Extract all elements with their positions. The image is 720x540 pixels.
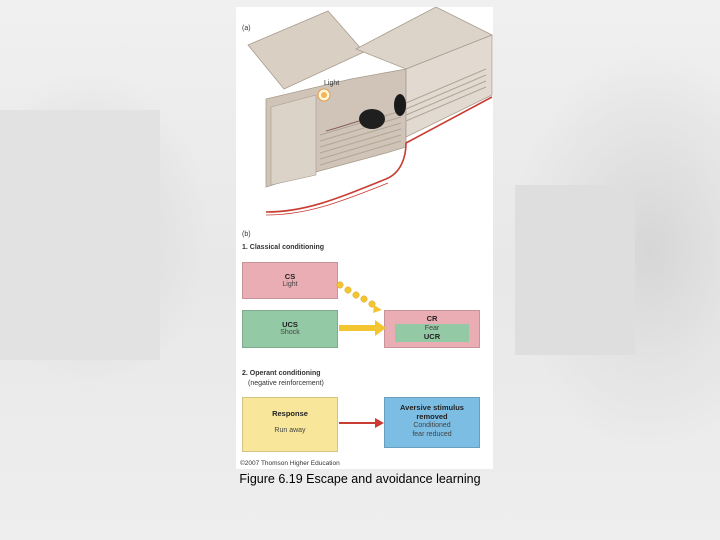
copyright: ©2007 Thomson Higher Education (240, 460, 340, 467)
response-sub: Run away (274, 427, 306, 434)
response-box: Response Run away (242, 397, 338, 452)
aversive-line1: Aversive stimulus (400, 403, 464, 412)
aversive-box: Aversive stimulus removed Conditioned fe… (384, 397, 480, 448)
cr-fear: Fear (424, 325, 440, 332)
aversive-line2: removed (416, 412, 448, 421)
ucs-sub: Shock (280, 329, 300, 336)
cs-box: CS Light (242, 262, 338, 299)
figure-caption: Figure 6.19 Escape and avoidance learnin… (239, 472, 481, 486)
response-title: Response (272, 409, 308, 418)
cs-title: CS (284, 272, 296, 281)
cr-inner-band: Fear UCR (395, 324, 469, 342)
aversive-line4: fear reduced (412, 431, 452, 438)
ucs-box: UCS Shock (242, 310, 338, 348)
figure-panel: (a) Light (b) 1. Classical conditioning … (236, 7, 493, 469)
cr-box: CR Fear UCR (384, 310, 480, 348)
panel-b-label: (b) (242, 231, 251, 238)
shuttle-box-illustration (247, 7, 493, 216)
cr-ucr: UCR (423, 332, 441, 341)
section2-title: 2. Operant conditioning (242, 370, 321, 377)
background-shape-right (515, 185, 635, 355)
light-label: Light (324, 80, 340, 87)
panel-a-label: (a) (242, 25, 251, 32)
aversive-line3: Conditioned (413, 422, 451, 429)
classical-arrows (336, 281, 386, 336)
operant-arrow (339, 418, 384, 428)
ucs-title: UCS (282, 320, 298, 329)
cs-sub: Light (282, 281, 298, 288)
section2-sub: (negative reinforcement) (248, 380, 324, 387)
cr-title: CR (426, 314, 438, 323)
section1-title: 1. Classical conditioning (242, 244, 325, 251)
background-shape-left (0, 110, 160, 360)
